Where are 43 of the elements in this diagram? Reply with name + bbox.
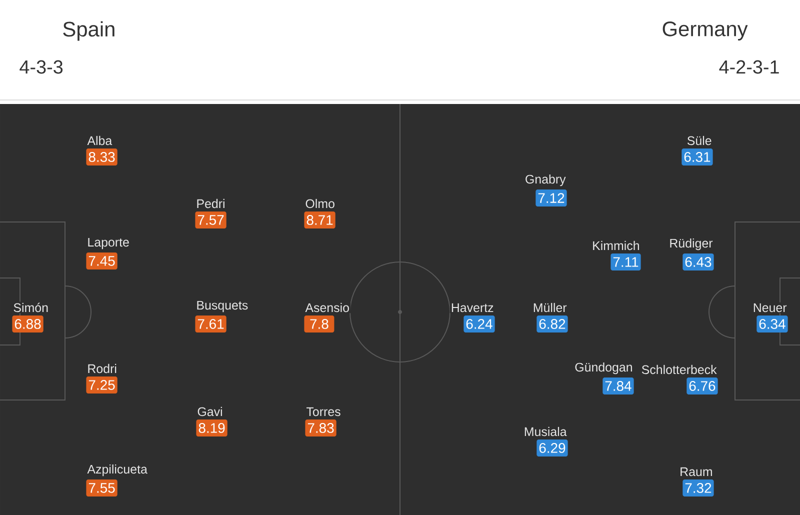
- formation: 4-2-3-1: [719, 60, 779, 74]
- player-name: Rodri: [86, 362, 118, 374]
- rating-badge: 8.19: [196, 419, 228, 436]
- rating-badge: 6.43: [682, 253, 714, 270]
- player-name: Kimmich: [591, 240, 641, 252]
- player-name: Alba: [86, 134, 114, 146]
- formation: 4-3-3: [20, 60, 63, 74]
- rating-badge: 7.57: [195, 211, 226, 228]
- rating-badge: 7.25: [86, 376, 118, 394]
- player-name: Laporte: [86, 236, 130, 250]
- rating-badge: 8.71: [304, 211, 336, 228]
- rating-badge: 7.11: [610, 253, 641, 270]
- rating-badge: 6.31: [682, 148, 713, 166]
- rating-badge: 7.61: [195, 315, 226, 332]
- player-name: Azpilicueta: [86, 463, 148, 478]
- player-name: Busquets: [195, 300, 250, 314]
- rating-badge: 7.32: [682, 479, 714, 496]
- player-name: Torres: [305, 406, 342, 418]
- rating-badge: 6.29: [536, 439, 568, 456]
- rating-badge: 7.12: [536, 189, 567, 206]
- player-name: Gnabry: [524, 173, 567, 188]
- player-name: Asensio: [304, 302, 350, 314]
- player-name: Simón: [12, 302, 50, 314]
- rating-badge: 6.88: [12, 315, 44, 332]
- rating-badge: 6.82: [536, 315, 568, 332]
- team-name: Spain: [63, 21, 114, 41]
- rating-badge: 7.55: [86, 479, 118, 496]
- player-name: Raum: [678, 466, 714, 478]
- rating-badge: 8.33: [86, 148, 118, 166]
- team-name: Germany: [662, 22, 748, 40]
- rating-badge: 6.24: [464, 315, 495, 332]
- player-name: Olmo: [304, 198, 336, 210]
- player-name: Gavi: [196, 406, 224, 418]
- player-name: Schlotterbeck: [640, 364, 718, 376]
- rating-badge: 7.45: [86, 252, 118, 270]
- rating-badge: 7.83: [305, 419, 336, 436]
- rating-badge: 6.76: [686, 377, 718, 394]
- rating-badge: 6.34: [756, 315, 788, 332]
- player-name: Pedri: [195, 198, 226, 210]
- rating-badge: 7.8: [304, 315, 334, 332]
- rating-badge: 7.84: [602, 377, 634, 394]
- player-name: Rüdiger: [668, 237, 714, 252]
- player-name: Gündogan: [574, 361, 634, 376]
